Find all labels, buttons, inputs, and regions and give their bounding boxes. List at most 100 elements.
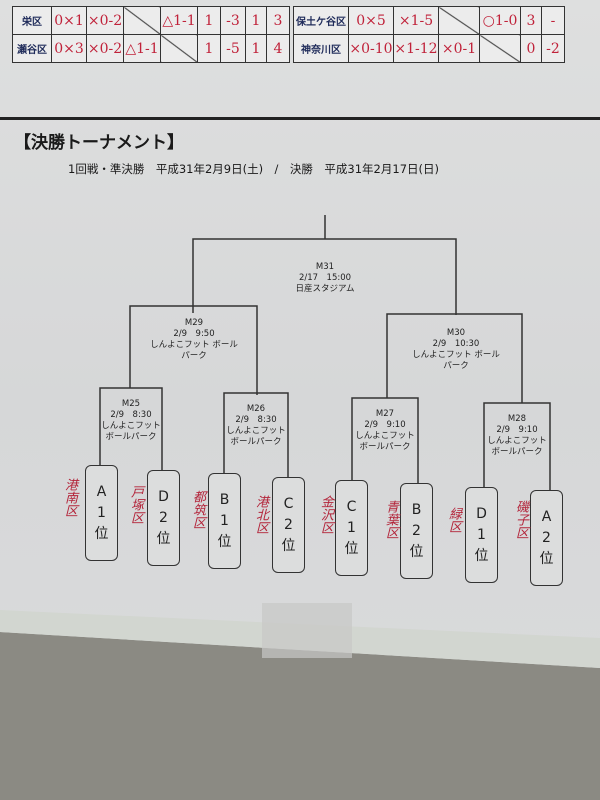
- handwritten-ward-name: 青葉区: [383, 500, 398, 539]
- match-venue: しんよこフット ボールパーク: [355, 431, 415, 452]
- score-cell: 3: [266, 6, 290, 35]
- match-m27: M27 2/9 9:10 しんよこフット ボールパーク: [354, 409, 416, 453]
- match-m28: M28 2/9 9:10 しんよこフット ボールパーク: [486, 414, 548, 458]
- match-m30: M30 2/9 10:30 しんよこフット ボールパーク: [412, 328, 500, 372]
- team-slot: C 1 位: [335, 480, 368, 576]
- slot-rank: 2: [159, 509, 168, 526]
- bracket-semi-left: [129, 305, 258, 395]
- handwritten-ward-name: 港南区: [62, 478, 77, 517]
- bracket-semi-right: [386, 313, 523, 403]
- match-id: M25: [121, 399, 141, 409]
- slot-rank: 1: [347, 519, 356, 536]
- slot-group: D: [158, 488, 169, 505]
- handwritten-ward-name: 戸塚区: [128, 485, 143, 524]
- match-id: M28: [507, 414, 527, 424]
- slot-suffix: 位: [344, 540, 359, 557]
- slot-suffix: 位: [474, 547, 489, 564]
- score-cell: 0×3: [51, 34, 87, 63]
- slot-rank: 1: [477, 526, 486, 543]
- score-cell: ×0-1: [438, 34, 480, 63]
- team-slot: D 1 位: [465, 487, 498, 583]
- score-cell: ×0-2: [86, 34, 124, 63]
- match-time: 2/17 15:00: [298, 273, 352, 283]
- match-id: M29: [184, 318, 204, 328]
- match-time: 2/9 8:30: [110, 410, 152, 420]
- self-match-cell: [160, 34, 198, 63]
- slot-rank: 1: [220, 512, 229, 529]
- bracket-m28: [483, 402, 551, 490]
- divider: [0, 117, 600, 120]
- match-id: M26: [246, 404, 266, 414]
- schedule-subtitle: 1回戦・準決勝 平成31年2月9日(土) / 決勝 平成31年2月17日(日): [68, 162, 439, 176]
- score-cell: 4: [266, 34, 290, 63]
- page-title: 【決勝トーナメント】: [14, 133, 184, 153]
- slot-group: C: [346, 498, 357, 515]
- match-id: M31: [315, 262, 335, 272]
- match-m29: M29 2/9 9:50 しんよこフット ボールパーク: [150, 318, 238, 362]
- match-time: 2/9 9:10: [364, 420, 406, 430]
- score-cell: 1: [245, 34, 267, 63]
- slot-suffix: 位: [539, 550, 554, 567]
- slot-group: C: [283, 495, 294, 512]
- score-cell: -5: [220, 34, 246, 63]
- team-slot: D 2 位: [147, 470, 180, 566]
- score-cell: △1-1: [160, 6, 198, 35]
- score-cell: 0×5: [348, 6, 394, 35]
- match-time: 2/9 9:50: [173, 329, 215, 339]
- score-cell: ○1-0: [479, 6, 521, 35]
- self-match-cell: [479, 34, 521, 63]
- bracket-final: [192, 215, 457, 315]
- score-cell: ×0-10: [348, 34, 394, 63]
- match-m31: M31 2/17 15:00 日産スタジアム: [280, 262, 370, 295]
- match-time: 2/9 9:10: [496, 425, 538, 435]
- match-time: 2/9 8:30: [235, 415, 277, 425]
- slot-group: A: [96, 483, 107, 500]
- handwritten-ward-name: 都筑区: [190, 490, 205, 529]
- match-venue: しんよこフット ボールパーク: [412, 350, 500, 371]
- slot-suffix: 位: [156, 530, 171, 547]
- score-cell: △1-1: [123, 34, 161, 63]
- slot-group: A: [541, 508, 552, 525]
- team-name: 保土ケ谷区: [293, 6, 349, 35]
- slot-group: B: [219, 491, 230, 508]
- score-cell: 1: [197, 34, 221, 63]
- slot-group: D: [476, 505, 487, 522]
- match-venue: 日産スタジアム: [295, 284, 355, 294]
- slot-suffix: 位: [281, 537, 296, 554]
- match-id: M27: [375, 409, 395, 419]
- slot-suffix: 位: [409, 543, 424, 560]
- score-cell: ×0-2: [86, 6, 124, 35]
- match-id: M30: [446, 328, 466, 338]
- score-cell: -2: [541, 34, 565, 63]
- slot-rank: 2: [284, 516, 293, 533]
- match-m25: M25 2/9 8:30 しんよこフット ボールパーク: [100, 399, 162, 443]
- handwritten-ward-name: 金沢区: [318, 495, 333, 534]
- score-cell: 1: [197, 6, 221, 35]
- team-slot: C 2 位: [272, 477, 305, 573]
- team-name: 神奈川区: [293, 34, 349, 63]
- match-venue: しんよこフット ボールパーク: [226, 426, 286, 447]
- slot-group: B: [411, 501, 422, 518]
- slot-rank: 1: [97, 504, 106, 521]
- handwritten-ward-name: 緑区: [446, 507, 461, 533]
- match-venue: しんよこフット ボールパーク: [150, 340, 238, 361]
- match-time: 2/9 10:30: [432, 339, 480, 349]
- score-cell: -: [541, 6, 565, 35]
- match-venue: しんよこフット ボールパーク: [487, 436, 547, 457]
- team-slot: B 2 位: [400, 483, 433, 579]
- self-match-cell: [123, 6, 161, 35]
- slot-rank: 2: [412, 522, 421, 539]
- match-m26: M26 2/9 8:30 しんよこフット ボールパーク: [225, 404, 287, 448]
- handwritten-ward-name: 磯子区: [513, 500, 528, 539]
- bracket-m26: [223, 392, 289, 477]
- bracket-m25: [99, 387, 163, 470]
